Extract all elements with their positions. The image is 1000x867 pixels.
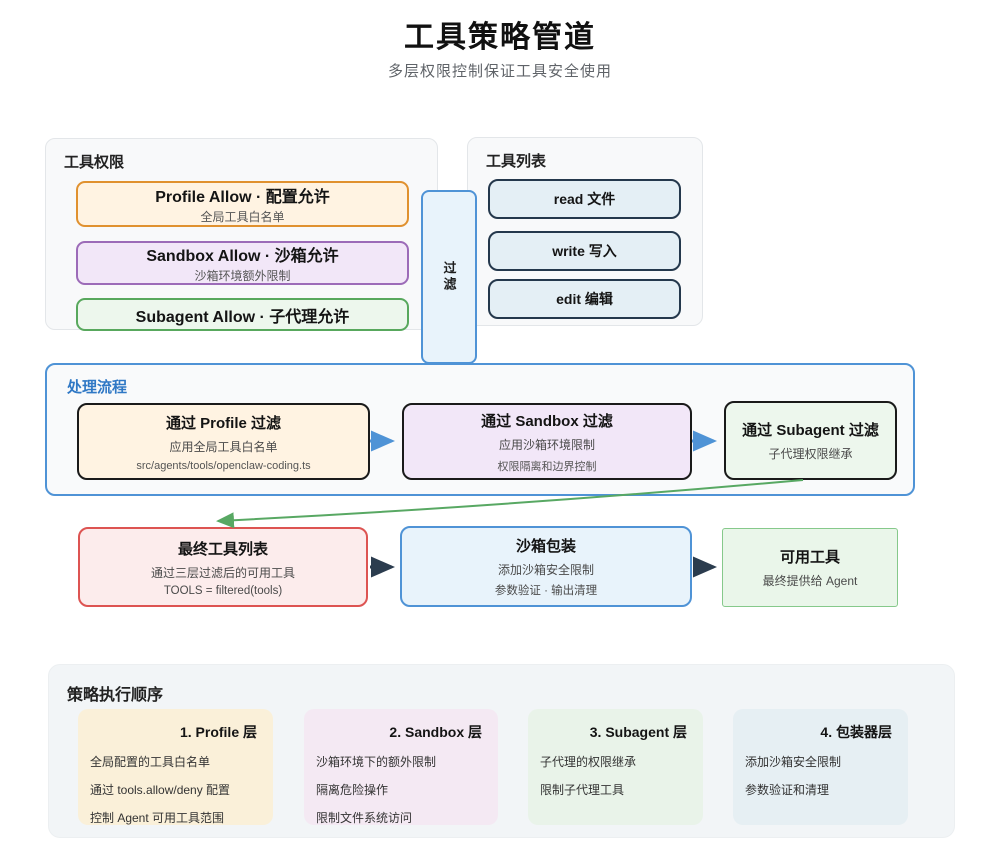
- policy-order-label: 策略执行顺序: [67, 687, 164, 704]
- policy-card-subagent: 3. Subagent 层 子代理的权限继承 限制子代理工具: [528, 709, 703, 825]
- policy-card-sandbox: 2. Sandbox 层 沙箱环境下的额外限制 隔离危险操作 限制文件系统访问: [304, 709, 498, 825]
- policy-card-wrapper-line: 参数验证和清理: [745, 783, 830, 797]
- page-subtitle: 多层权限控制保证工具安全使用: [387, 63, 612, 80]
- sandbox-wrap-node: 沙箱包装 添加沙箱安全限制 参数验证 · 输出清理: [400, 526, 692, 607]
- policy-card-sandbox-line: 沙箱环境下的额外限制: [316, 755, 437, 769]
- available-tools-node: 可用工具 最终提供给 Agent: [722, 528, 898, 607]
- sandbox-wrap-title: 沙箱包装: [515, 538, 576, 555]
- sandbox-allow-node: Sandbox Allow · 沙箱允许 沙箱环境额外限制: [76, 241, 409, 285]
- policy-card-sandbox-line: 限制文件系统访问: [316, 811, 413, 825]
- policy-card-profile-line: 全局配置的工具白名单: [90, 755, 211, 769]
- profile-filter-node: 通过 Profile 过滤 应用全局工具白名单 src/agents/tools…: [77, 403, 370, 480]
- policy-card-profile: 1. Profile 层 全局配置的工具白名单 通过 tools.allow/d…: [78, 709, 273, 825]
- sandbox-wrap-line2: 参数验证 · 输出清理: [494, 585, 598, 597]
- subagent-filter-node: 通过 Subagent 过滤 子代理权限继承: [724, 401, 897, 480]
- policy-card-subagent-line: 限制子代理工具: [540, 783, 625, 797]
- final-tool-list-node: 最终工具列表 通过三层过滤后的可用工具 TOOLS = filtered(too…: [78, 527, 368, 607]
- tool-read-node: read 文件: [488, 179, 681, 219]
- policy-card-profile-title: 1. Profile 层: [179, 724, 257, 740]
- sandbox-allow-subtitle: 沙箱环境额外限制: [194, 269, 291, 283]
- policy-card-wrapper-title: 4. 包装器层: [820, 724, 892, 740]
- tool-permissions-label: 工具权限: [64, 154, 125, 171]
- tool-write-node: write 写入: [488, 231, 681, 271]
- subagent-allow-node: Subagent Allow · 子代理允许: [76, 298, 409, 331]
- sandbox-filter-title: 通过 Sandbox 过滤: [481, 412, 613, 430]
- profile-filter-title: 通过 Profile 过滤: [165, 414, 281, 432]
- policy-card-profile-line: 控制 Agent 可用工具范围: [90, 811, 225, 825]
- final-tool-list-line1: 通过三层过滤后的可用工具: [150, 565, 295, 580]
- tool-edit-node: edit 编辑: [488, 279, 681, 319]
- policy-card-wrapper: 4. 包装器层 添加沙箱安全限制 参数验证和清理: [733, 709, 908, 825]
- process-flow-panel: 处理流程 通过 Profile 过滤 应用全局工具白名单 src/agents/…: [45, 363, 915, 496]
- sandbox-allow-title: Sandbox Allow · 沙箱允许: [146, 248, 339, 265]
- available-tools-title: 可用工具: [779, 549, 840, 566]
- tool-list-panel: 工具列表 read 文件 write 写入 edit 编辑: [467, 137, 703, 326]
- filter-connector-node: 过滤: [421, 190, 477, 364]
- sandbox-filter-line1: 应用沙箱环境限制: [498, 437, 595, 452]
- filter-label: 过滤: [441, 261, 457, 293]
- policy-card-sandbox-line: 隔离危险操作: [316, 783, 389, 797]
- sandbox-filter-node: 通过 Sandbox 过滤 应用沙箱环境限制 权限隔离和边界控制: [402, 403, 692, 480]
- final-tool-list-title: 最终工具列表: [177, 540, 268, 558]
- policy-card-sandbox-title: 2. Sandbox 层: [389, 724, 482, 740]
- policy-order-panel: 策略执行顺序 1. Profile 层 全局配置的工具白名单 通过 tools.…: [48, 664, 955, 838]
- policy-card-wrapper-line: 添加沙箱安全限制: [745, 755, 842, 769]
- sandbox-filter-line2: 权限隔离和边界控制: [497, 460, 597, 473]
- profile-allow-node: Profile Allow · 配置允许 全局工具白名单: [76, 181, 409, 227]
- subagent-allow-title: Subagent Allow · 子代理允许: [135, 308, 350, 326]
- available-tools-line1: 最终提供给 Agent: [762, 574, 858, 588]
- subagent-filter-line1: 子代理权限继承: [768, 447, 853, 461]
- profile-allow-title: Profile Allow · 配置允许: [155, 189, 330, 206]
- subagent-filter-title: 通过 Subagent 过滤: [742, 422, 879, 439]
- final-tool-list-line2: TOOLS = filtered(tools): [163, 584, 283, 597]
- page-title: 工具策略管道: [404, 21, 596, 54]
- process-flow-label: 处理流程: [67, 379, 128, 396]
- tool-list-label: 工具列表: [486, 153, 547, 170]
- policy-card-profile-line: 通过 tools.allow/deny 配置: [90, 783, 231, 797]
- profile-filter-line2: src/agents/tools/openclaw-coding.ts: [136, 459, 311, 472]
- sandbox-wrap-line1: 添加沙箱安全限制: [497, 563, 594, 577]
- tool-permissions-panel: 工具权限 Profile Allow · 配置允许 全局工具白名单 Sandbo…: [45, 138, 438, 331]
- policy-card-subagent-line: 子代理的权限继承: [540, 755, 637, 769]
- policy-card-subagent-title: 3. Subagent 层: [589, 724, 687, 740]
- profile-filter-line1: 应用全局工具白名单: [169, 439, 278, 454]
- profile-allow-subtitle: 全局工具白名单: [200, 210, 285, 224]
